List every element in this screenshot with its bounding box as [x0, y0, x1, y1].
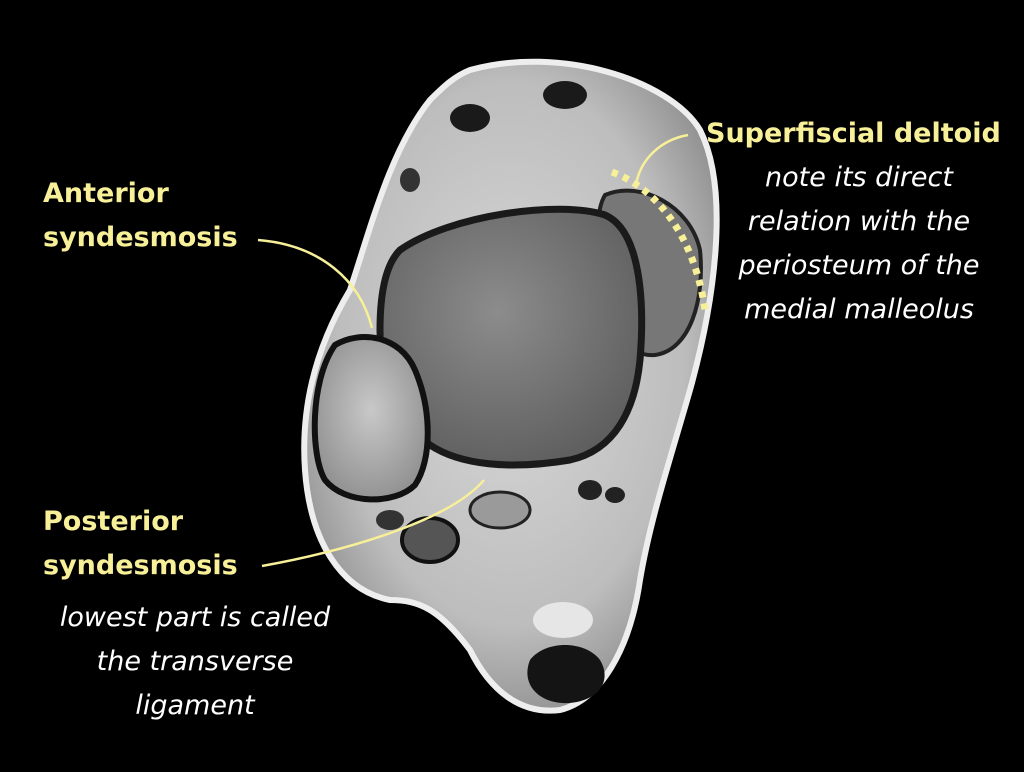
posterior-note-line2: the transverse: [96, 646, 294, 677]
posterior-label-line1: Posterior: [43, 506, 184, 537]
anterior-label-line1: Anterior: [43, 178, 169, 209]
superficial-deltoid-note: note its direct relation with the perios…: [714, 156, 1004, 332]
posterior-note-line3: ligament: [135, 690, 255, 721]
tendon-shape: [450, 104, 490, 132]
anterior-syndesmosis-label: Anterior syndesmosis: [43, 172, 238, 260]
anterior-leader-line: [257, 238, 374, 329]
deltoid-note-line2: relation with the: [747, 206, 971, 237]
tendon-shape: [400, 168, 420, 192]
achilles-tendon: [527, 645, 605, 704]
deltoid-leader-line: [634, 133, 689, 186]
tendon-shape: [543, 81, 587, 109]
deltoid-note-line3: periosteum of the: [738, 250, 980, 281]
deltoid-note-line4: medial malleolus: [744, 294, 974, 325]
posterior-note-line1: lowest part is called: [59, 602, 331, 633]
anterior-label-line2: syndesmosis: [43, 222, 238, 253]
posterior-syndesmosis-note: lowest part is called the transverse lig…: [40, 596, 350, 728]
tendon-shape: [468, 490, 532, 530]
posterior-leader-line: [261, 479, 485, 568]
fibula: [311, 334, 431, 503]
deltoid-note-line1: note its direct: [765, 162, 953, 193]
deltoid-label-title: Superfiscial deltoid: [706, 118, 1001, 149]
tendon-shape: [578, 480, 602, 500]
tendon-shape: [376, 510, 404, 530]
tendon-shape: [533, 602, 593, 638]
tendon-shape: [605, 487, 625, 503]
superficial-deltoid-label: Superfiscial deltoid: [706, 112, 1001, 156]
posterior-label-line2: syndesmosis: [43, 550, 238, 581]
posterior-syndesmosis-label: Posterior syndesmosis: [43, 500, 238, 588]
